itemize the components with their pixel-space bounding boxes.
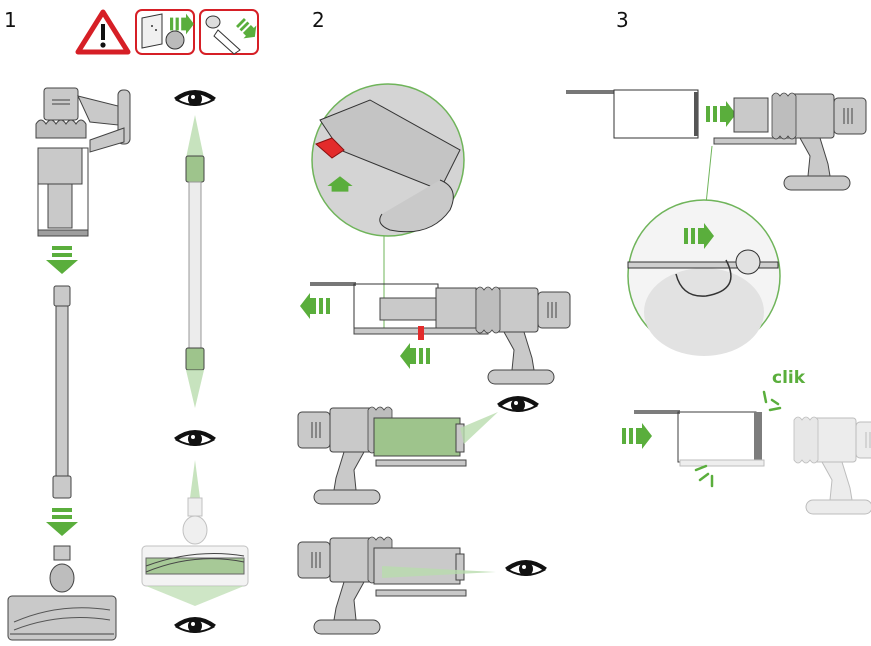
bin-inspect-top (297, 406, 498, 505)
sight-line (186, 115, 204, 158)
arrow-right-icon (706, 101, 736, 127)
arrow-left-icon (300, 293, 330, 319)
wand-inspect (185, 155, 205, 371)
eye-icon (496, 396, 540, 414)
handheld-unit (475, 286, 571, 385)
bin-opened-unit (310, 282, 489, 340)
eye-icon (173, 430, 217, 448)
wand-tube (52, 285, 72, 499)
cleaner-head (7, 545, 117, 641)
eye-icon (173, 617, 217, 635)
click-sound-label: clik (772, 368, 806, 388)
warning-triangle-icon (75, 9, 131, 55)
step-1-number: 1 (4, 8, 17, 32)
detail-magnifier-latch (311, 83, 465, 328)
remove-tool-icon (199, 9, 262, 55)
sight-line (190, 460, 200, 498)
handheld-no-bin (713, 97, 797, 145)
sight-line (186, 370, 204, 408)
unplug-charger-icon (135, 9, 195, 55)
handheld-unit (793, 416, 871, 515)
eye-icon (173, 90, 217, 108)
arrow-down-icon (46, 508, 78, 536)
bin-separate (566, 89, 699, 139)
bin-inspect-bottom (297, 536, 496, 635)
arrow-right-icon (622, 423, 652, 449)
detail-magnifier-hinge (627, 199, 781, 356)
bin-closing (634, 410, 765, 467)
arrow-down-icon (46, 246, 78, 274)
sight-line (146, 586, 244, 606)
detail-connector (705, 145, 713, 205)
step-3-number: 3 (616, 8, 629, 32)
cleaner-head-inspect (141, 497, 249, 587)
arrow-left-icon (400, 343, 430, 369)
click-marks (694, 390, 782, 488)
handheld-unit-vertical (35, 87, 131, 237)
step-2-number: 2 (312, 8, 325, 32)
eye-icon (504, 560, 548, 578)
